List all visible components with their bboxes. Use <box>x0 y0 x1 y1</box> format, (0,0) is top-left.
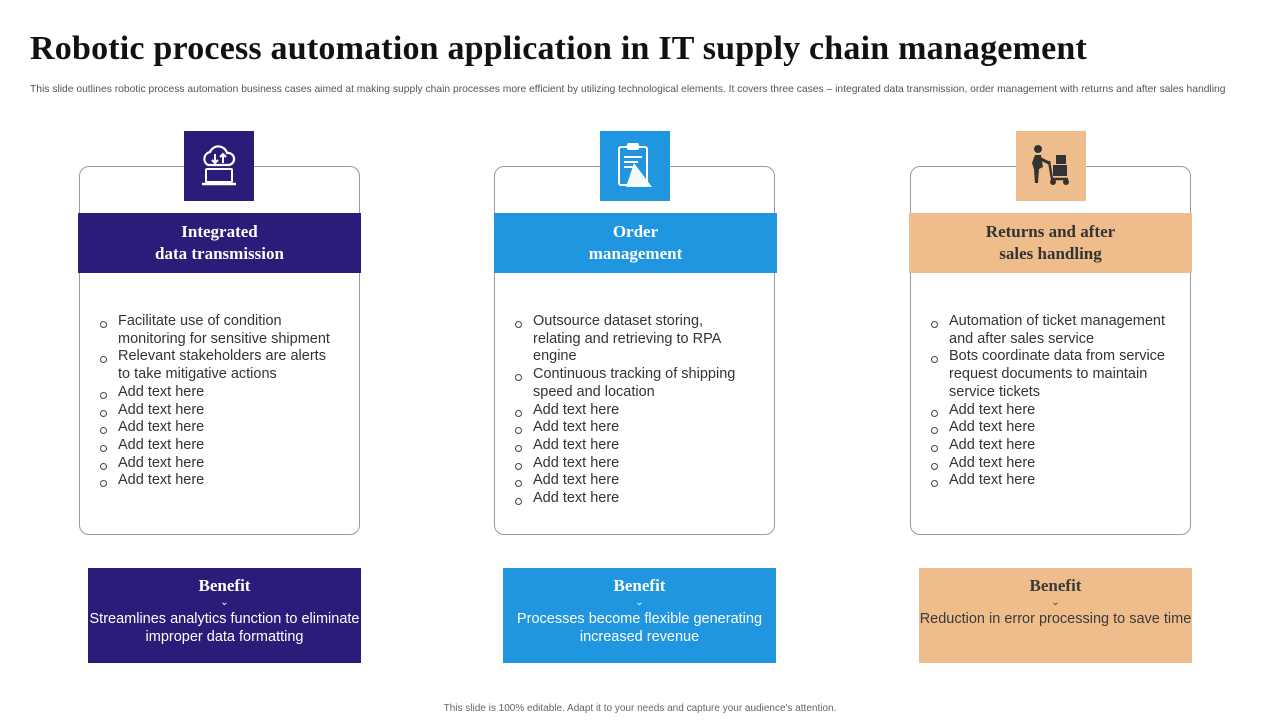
list-item: Add text here <box>513 437 753 455</box>
hand-truck-boxes-icon <box>1016 131 1086 201</box>
list-item: Add text here <box>98 437 338 455</box>
list-item: Add text here <box>513 402 753 420</box>
list-item: Continuous tracking of shipping speed an… <box>513 366 753 401</box>
list-item: Add text here <box>513 472 753 490</box>
list-item: Automation of ticket management and afte… <box>929 313 1169 348</box>
cloud-transfer-laptop-icon <box>184 131 254 201</box>
slide-subtitle: This slide outlines robotic process auto… <box>30 84 1226 95</box>
list-item: Bots coordinate data from service reques… <box>929 348 1169 401</box>
list-item: Add text here <box>98 384 338 402</box>
list-item: Add text here <box>98 402 338 420</box>
list-item: Add text here <box>98 455 338 473</box>
benefit-box-returns-handling: Benefit ⌄ Reduction in error processing … <box>919 568 1192 663</box>
case-bullets-returns-handling: Automation of ticket management and afte… <box>929 313 1169 490</box>
list-item: Add text here <box>513 455 753 473</box>
list-item: Outsource dataset storing, relating and … <box>513 313 753 366</box>
list-item: Add text here <box>929 455 1169 473</box>
list-item: Add text here <box>929 419 1169 437</box>
benefit-text: Reduction in error processing to save ti… <box>919 611 1192 627</box>
list-item: Facilitate use of condition monitoring f… <box>98 313 338 348</box>
list-item: Relevant stakeholders are alerts to take… <box>98 348 338 383</box>
chevron-down-icon: ⌄ <box>1051 597 1060 608</box>
benefit-title: Benefit <box>1029 576 1082 595</box>
benefit-title: Benefit <box>613 576 666 595</box>
case-bullets-integrated-data: Facilitate use of condition monitoring f… <box>98 313 338 490</box>
benefit-text: Streamlines analytics function to elimin… <box>89 611 360 645</box>
list-item: Add text here <box>929 437 1169 455</box>
slide-footer: This slide is 100% editable. Adapt it to… <box>443 703 837 714</box>
list-item: Add text here <box>98 419 338 437</box>
list-item: Add text here <box>513 490 753 508</box>
list-item: Add text here <box>929 472 1169 490</box>
benefit-box-order-management: Benefit ⌄ Processes become flexible gene… <box>503 568 776 663</box>
chevron-down-icon: ⌄ <box>220 597 229 608</box>
case-bullets-order-management: Outsource dataset storing, relating and … <box>513 313 753 508</box>
list-item: Add text here <box>929 402 1169 420</box>
chevron-down-icon: ⌄ <box>635 597 644 608</box>
benefit-text: Processes become flexible generating inc… <box>516 611 763 645</box>
benefit-title: Benefit <box>198 576 251 595</box>
clipboard-icon <box>600 131 670 201</box>
benefit-box-integrated-data: Benefit ⌄ Streamlines analytics function… <box>88 568 361 663</box>
list-item: Add text here <box>513 419 753 437</box>
slide-title: Robotic process automation application i… <box>30 30 1088 67</box>
list-item: Add text here <box>98 472 338 490</box>
